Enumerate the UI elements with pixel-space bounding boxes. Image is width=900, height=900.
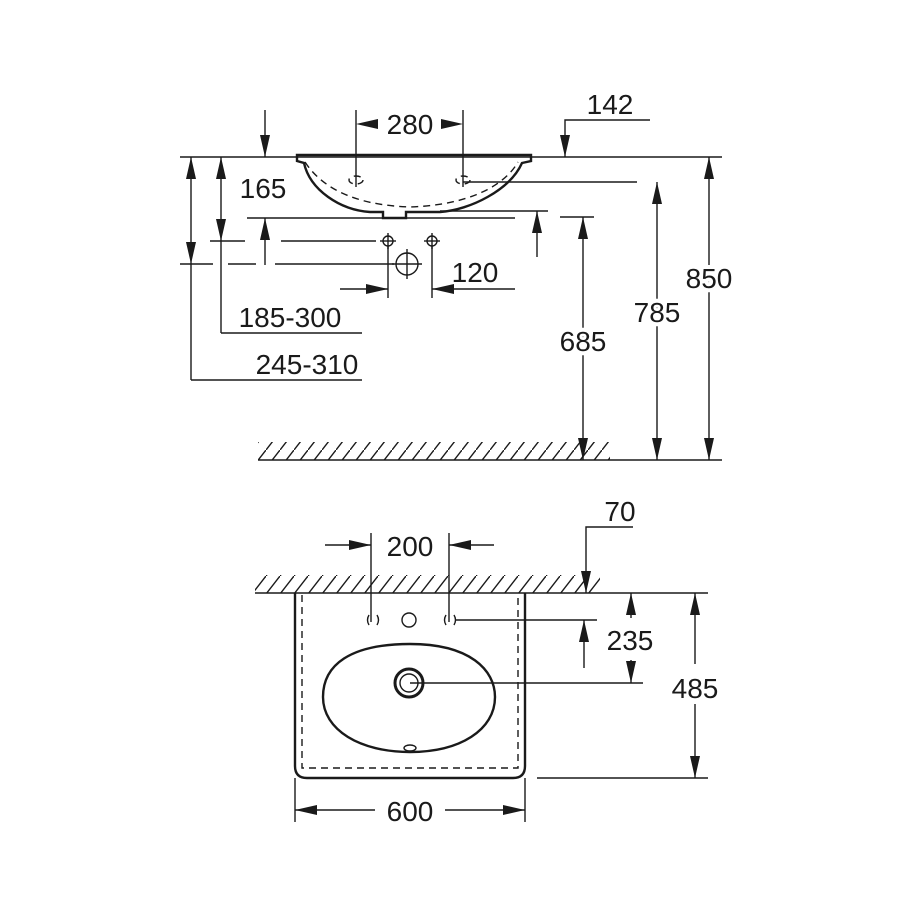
dim-235: 235	[607, 625, 654, 656]
dim-165: 165	[240, 173, 287, 204]
dim-280: 280	[387, 109, 434, 140]
basin-section	[295, 153, 533, 220]
dim-200: 200	[387, 531, 434, 562]
dim-142: 142	[587, 89, 634, 120]
plan-view: 200 70 235 485 600	[255, 496, 718, 827]
waste-connection	[392, 249, 422, 279]
dim-245-310: 245-310	[256, 349, 359, 380]
dim-485: 485	[672, 673, 719, 704]
side-view: 280 142 165 685 785 850	[180, 89, 736, 461]
dim-120: 120	[452, 257, 499, 288]
dim-685: 685	[560, 326, 607, 357]
bowl-outline	[321, 642, 497, 754]
dim-185-300: 185-300	[239, 302, 342, 333]
overflow	[403, 744, 417, 752]
tap-holes	[366, 612, 457, 628]
dim-785: 785	[634, 297, 681, 328]
dim-70: 70	[604, 496, 635, 527]
basin-outline	[293, 593, 527, 780]
wall-hatch	[255, 575, 708, 594]
dim-600: 600	[387, 796, 434, 827]
floor-hatch	[258, 442, 722, 461]
dim-850: 850	[686, 263, 733, 294]
